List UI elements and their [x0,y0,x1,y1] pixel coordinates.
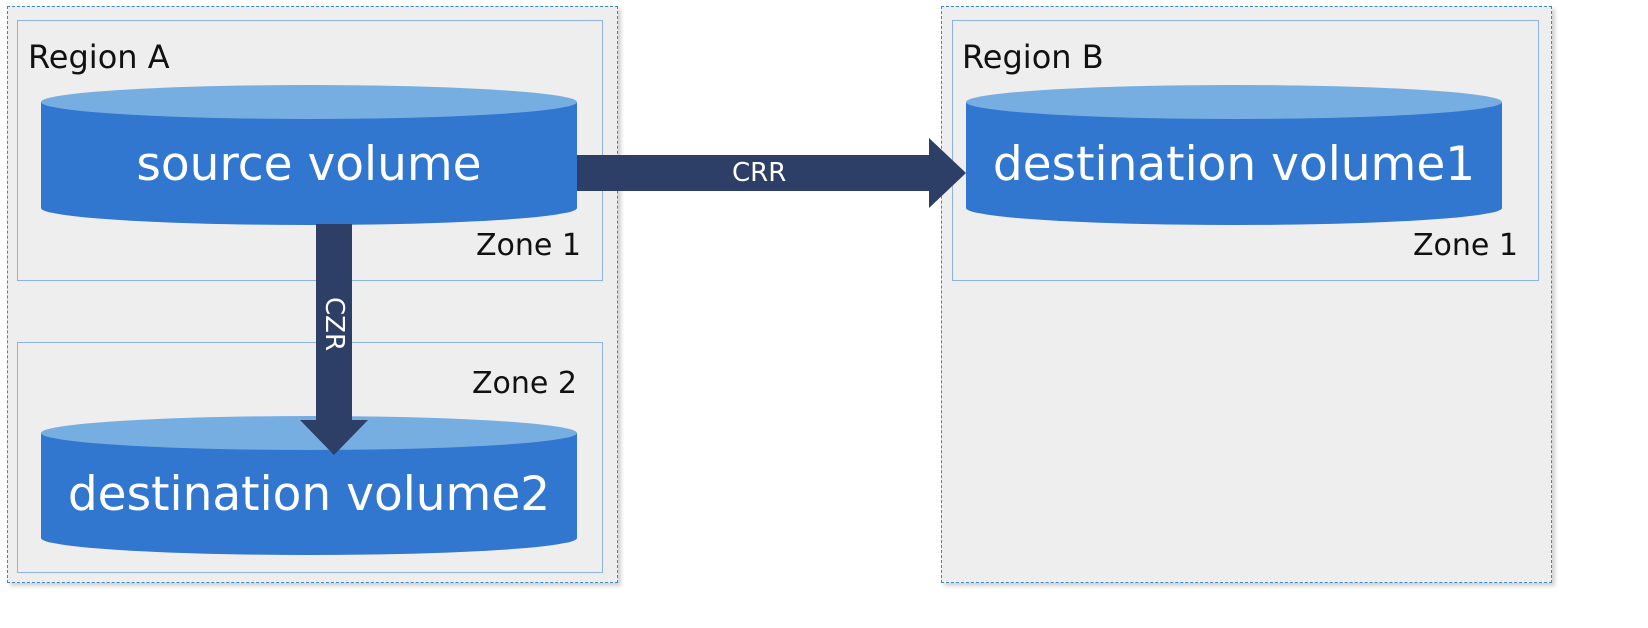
region-a-zone-1-label: Zone 1 [476,228,581,263]
region-b-zone-1-label: Zone 1 [1413,228,1518,263]
crr-label: CRR [732,158,787,188]
region-a-zone-2-label: Zone 2 [472,366,577,401]
source-volume-label: source volume [136,137,482,192]
region-b-zone-1 [952,20,1539,281]
source-volume-cylinder [41,85,577,225]
region-b-label: Region B [962,38,1104,76]
destination-volume2-label: destination volume2 [67,467,551,522]
region-a-zone-1 [17,20,603,281]
region-a-label: Region A [28,38,170,76]
destination-volume1-label: destination volume1 [992,137,1476,192]
region-a-zone-2 [17,342,603,573]
crr-arrow [577,138,966,208]
czr-arrow [300,224,368,455]
destination-volume2-cylinder [41,416,577,555]
czr-label: CZR [319,297,349,352]
destination-volume1-cylinder [966,85,1502,225]
